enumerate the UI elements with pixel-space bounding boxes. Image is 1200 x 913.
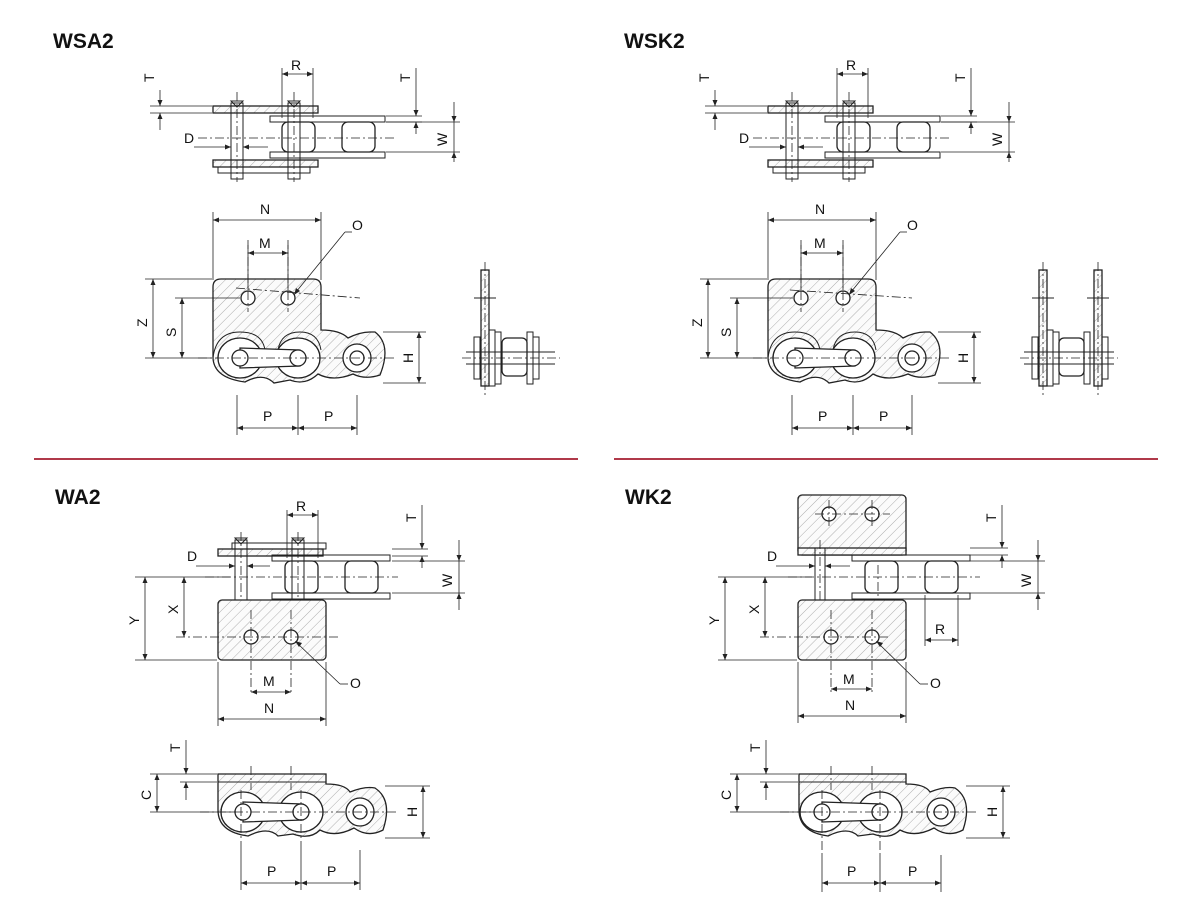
wsk2-label-s: S <box>718 328 734 337</box>
wa2-front-view: T C H P P <box>138 740 430 890</box>
wa2-label-p1: P <box>267 863 276 879</box>
wsk2-label-n: N <box>815 201 825 217</box>
wa2-label-h: H <box>404 807 420 817</box>
title-wsa2: WSA2 <box>53 30 114 53</box>
wsk2-label-t2: T <box>952 73 968 82</box>
wk2-label-c: C <box>718 790 734 800</box>
wk2-label-p2: P <box>908 863 917 879</box>
wsk2-label-r: R <box>846 57 856 73</box>
wa2-label-t2: T <box>167 743 183 752</box>
wsk2-label-p1: P <box>818 408 827 424</box>
wa2-label-o: O <box>350 675 361 691</box>
wsa2-side-view <box>462 262 560 395</box>
wsa2-label-o: O <box>352 217 363 233</box>
wa2-label-t1: T <box>403 513 419 522</box>
wsk2-label-d: D <box>739 130 749 146</box>
wk2-label-t2: T <box>747 743 763 752</box>
wa2-label-c: C <box>138 790 154 800</box>
wk2-top-view: T W D R <box>706 494 1045 723</box>
wsk2-side-view <box>1020 262 1118 395</box>
wk2-label-p1: P <box>847 863 856 879</box>
wa2-label-r: R <box>296 498 306 514</box>
wsa2-label-s: S <box>163 328 179 337</box>
wa2-label-y: Y <box>126 615 142 625</box>
wk2-front-view: T C H P P <box>718 740 1010 892</box>
wk2-label-o: O <box>930 675 941 691</box>
divider-left <box>34 458 578 460</box>
wa2-label-p2: P <box>327 863 336 879</box>
wa2-label-w: W <box>439 573 455 587</box>
title-wsk2: WSK2 <box>624 30 685 53</box>
wk2-label-t1: T <box>983 513 999 522</box>
wk2-label-w: W <box>1018 573 1034 587</box>
wsa2-label-t1: T <box>141 73 157 82</box>
wsa2-top-view: R T T W <box>141 57 460 182</box>
wk2-label-y: Y <box>706 615 722 625</box>
wk2-label-h: H <box>984 807 1000 817</box>
wa2-label-d: D <box>187 548 197 564</box>
title-wa2: WA2 <box>55 486 101 509</box>
wsa2-label-m: M <box>259 235 271 251</box>
wsa2-label-r: R <box>291 57 301 73</box>
wsk2-label-h: H <box>955 353 971 363</box>
wsk2-label-m: M <box>814 235 826 251</box>
wk2-label-d: D <box>767 548 777 564</box>
wsa2-label-z: Z <box>134 318 150 327</box>
wsk2-top-view: R T T W D <box>696 57 1015 182</box>
wsk2-label-o: O <box>907 217 918 233</box>
divider-right <box>614 458 1158 460</box>
wsa2-label-p2: P <box>324 408 333 424</box>
wk2-label-r: R <box>935 621 945 637</box>
wsk2-label-t1: T <box>696 73 712 82</box>
wa2-top-view: R T W D <box>126 498 465 726</box>
wsk2-label-w: W <box>989 132 1005 146</box>
title-wk2: WK2 <box>625 486 672 509</box>
wk2-label-m: M <box>843 671 855 687</box>
wsa2-label-d: D <box>184 130 194 146</box>
wk2-label-n: N <box>845 697 855 713</box>
wk2-label-x: X <box>746 604 762 614</box>
wsa2-label-w: W <box>434 132 450 146</box>
wsa2-front-view: N M O Z S <box>134 201 426 435</box>
wa2-label-n: N <box>264 700 274 716</box>
wsk2-front-view: N M O Z S H <box>689 201 981 435</box>
diagram-wsk2: R T T W D <box>689 57 1118 435</box>
wsk2-label-z: Z <box>689 318 705 327</box>
diagram-wsa2: R T T W <box>134 57 560 435</box>
wsa2-label-t2: T <box>397 73 413 82</box>
wa2-label-x: X <box>165 604 181 614</box>
wsk2-label-p2: P <box>879 408 888 424</box>
wsa2-label-h: H <box>400 353 416 363</box>
diagram-wa2: R T W D <box>126 498 465 890</box>
wa2-label-m: M <box>263 673 275 689</box>
diagram-wk2: T W D R <box>706 494 1045 892</box>
wsa2-label-n: N <box>260 201 270 217</box>
wsa2-label-p1: P <box>263 408 272 424</box>
